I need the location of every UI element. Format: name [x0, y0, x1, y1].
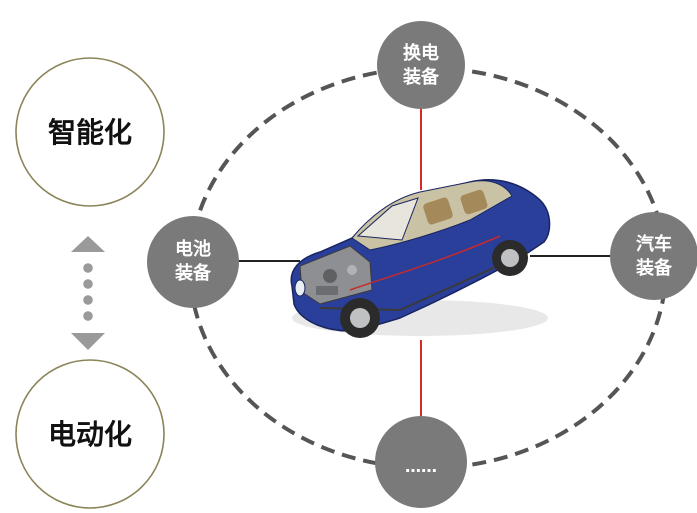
battery-equipment-label-line1: 电池 — [175, 238, 211, 260]
car-cutaway-illustration — [290, 179, 551, 338]
automotive-equipment-node: 汽车 装备 — [610, 212, 697, 300]
car-engine-part — [316, 286, 338, 295]
car-windshield — [356, 197, 419, 241]
arrow-dot — [83, 263, 93, 273]
arrow-dot — [83, 279, 93, 289]
battery-equipment-node: 电池 装备 — [147, 216, 239, 308]
arrow-down-icon — [71, 333, 105, 350]
battery-equipment-circle — [147, 216, 239, 308]
car-headlight — [294, 279, 306, 297]
car-rear-hub — [501, 249, 519, 267]
battery-swap-equipment-node: 换电 装备 — [377, 21, 465, 109]
electrification-node: 电动化 — [15, 359, 165, 509]
more-circle — [375, 416, 467, 508]
car-front-hub — [350, 308, 370, 328]
intelligentization-label: 智能化 — [48, 116, 132, 149]
intelligentization-node: 智能化 — [15, 57, 165, 207]
arrow-up-icon — [71, 236, 105, 252]
electrification-label: 电动化 — [48, 418, 132, 451]
car-seat — [423, 197, 453, 225]
car-wiring — [349, 235, 501, 291]
arrow-dot — [83, 311, 93, 321]
electrification-circle — [15, 359, 165, 509]
double-arrow-icon — [71, 236, 105, 350]
battery-swap-circle — [377, 21, 465, 109]
automotive-equipment-label-line2: 装备 — [636, 257, 673, 279]
car-seat — [460, 189, 488, 215]
automotive-equipment-circle — [610, 212, 697, 300]
more-label: …… — [405, 457, 437, 476]
battery-equipment-label-line2: 装备 — [175, 262, 212, 284]
more-node: …… — [375, 416, 467, 508]
battery-swap-label-line2: 装备 — [403, 66, 440, 88]
battery-swap-label-line1: 换电 — [403, 42, 439, 64]
intelligentization-circle — [15, 57, 165, 207]
arrow-dot — [83, 295, 93, 305]
car-engine-part — [347, 265, 357, 275]
automotive-equipment-label-line1: 汽车 — [636, 233, 672, 255]
car-engine-part — [323, 269, 337, 283]
